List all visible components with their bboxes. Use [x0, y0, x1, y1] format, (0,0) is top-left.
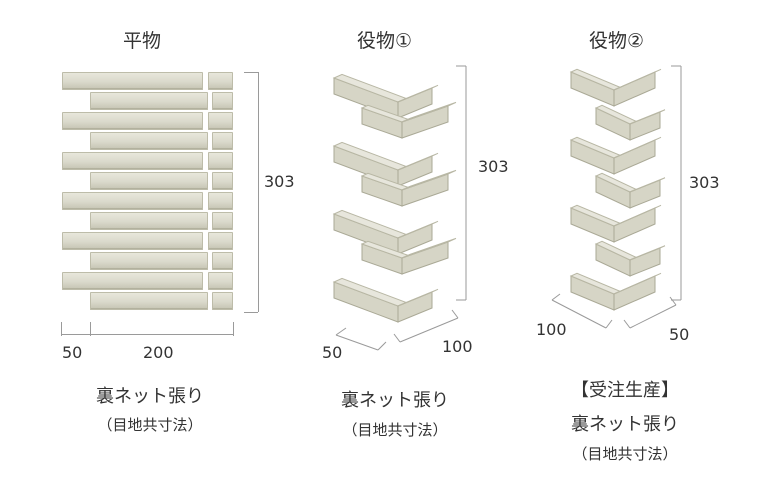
caption-corner-2: 裏ネット張り [571, 414, 679, 435]
brick [212, 172, 233, 190]
corner-brick-face [613, 275, 656, 311]
corner-brick-face [401, 237, 457, 259]
brick [208, 152, 233, 170]
corner-brick-face [401, 169, 457, 191]
dim-corner-1-height: 303 [478, 157, 509, 176]
corner-dimension-lines [335, 65, 682, 351]
brick [212, 212, 233, 230]
corner-brick-face [397, 288, 439, 307]
note-corner-2: （目地共寸法） [572, 445, 678, 463]
brick [62, 192, 203, 210]
caption-corner-1: 裏ネット張り [341, 390, 449, 411]
brick [90, 212, 208, 230]
brick [208, 72, 233, 90]
corner-brick-face [397, 220, 439, 239]
brick [212, 292, 233, 310]
brick [208, 232, 233, 250]
brick [62, 152, 203, 170]
corner-brick-face [629, 177, 666, 193]
corner-brick-face [629, 245, 666, 261]
badge-made-to-order: 【受注生産】 [571, 380, 679, 401]
dim-flat-width: 200 [143, 343, 174, 362]
brick [62, 72, 203, 90]
note-flat: （目地共寸法） [97, 416, 203, 434]
dim-corner-1-right: 100 [442, 337, 473, 356]
dim-line-flat-height [258, 72, 259, 312]
brick [212, 132, 233, 150]
corner-brick-face [613, 139, 656, 175]
brick [62, 232, 203, 250]
brick [212, 92, 233, 110]
brick [208, 272, 233, 290]
corner-2-bricks [569, 68, 666, 311]
title-corner-1: 役物① [357, 30, 413, 52]
brick [90, 252, 208, 270]
corner-brick-face [629, 111, 661, 141]
title-flat: 平物 [123, 30, 162, 52]
dim-corner-2-height: 303 [689, 173, 720, 192]
brick [208, 192, 233, 210]
dim-flat-height: 303 [264, 172, 295, 191]
corner-brick-face [629, 109, 666, 125]
corner-brick-face [613, 207, 656, 243]
dim-corner-1-left: 50 [322, 343, 343, 362]
brick [62, 272, 203, 290]
brick [90, 172, 208, 190]
dim-corner-2-left: 100 [536, 320, 567, 339]
dim-flat-left: 50 [62, 343, 83, 362]
corner-brick-face [397, 84, 439, 103]
corner-brick-face [397, 291, 433, 323]
corner-brick-face [397, 152, 439, 171]
dim-line-flat-width [61, 334, 233, 335]
title-corner-2: 役物② [589, 30, 645, 52]
brick [212, 252, 233, 270]
corner-brick-face [629, 179, 661, 209]
corner-brick-face [613, 204, 662, 227]
brick [90, 292, 208, 310]
brick [90, 92, 208, 110]
brick [208, 112, 233, 130]
corner-brick-face [629, 247, 661, 277]
brick [90, 132, 208, 150]
corner-brick-face [613, 136, 662, 159]
corner-brick-face [401, 101, 457, 123]
caption-flat: 裏ネット張り [96, 386, 204, 407]
corner-brick-face [613, 68, 662, 91]
corner-brick-face [613, 71, 656, 107]
corner-brick-face [613, 272, 662, 295]
brick [62, 112, 203, 130]
dim-corner-2-right: 50 [669, 325, 690, 344]
note-corner-1: （目地共寸法） [342, 421, 448, 439]
corner-1-bricks [332, 73, 457, 323]
